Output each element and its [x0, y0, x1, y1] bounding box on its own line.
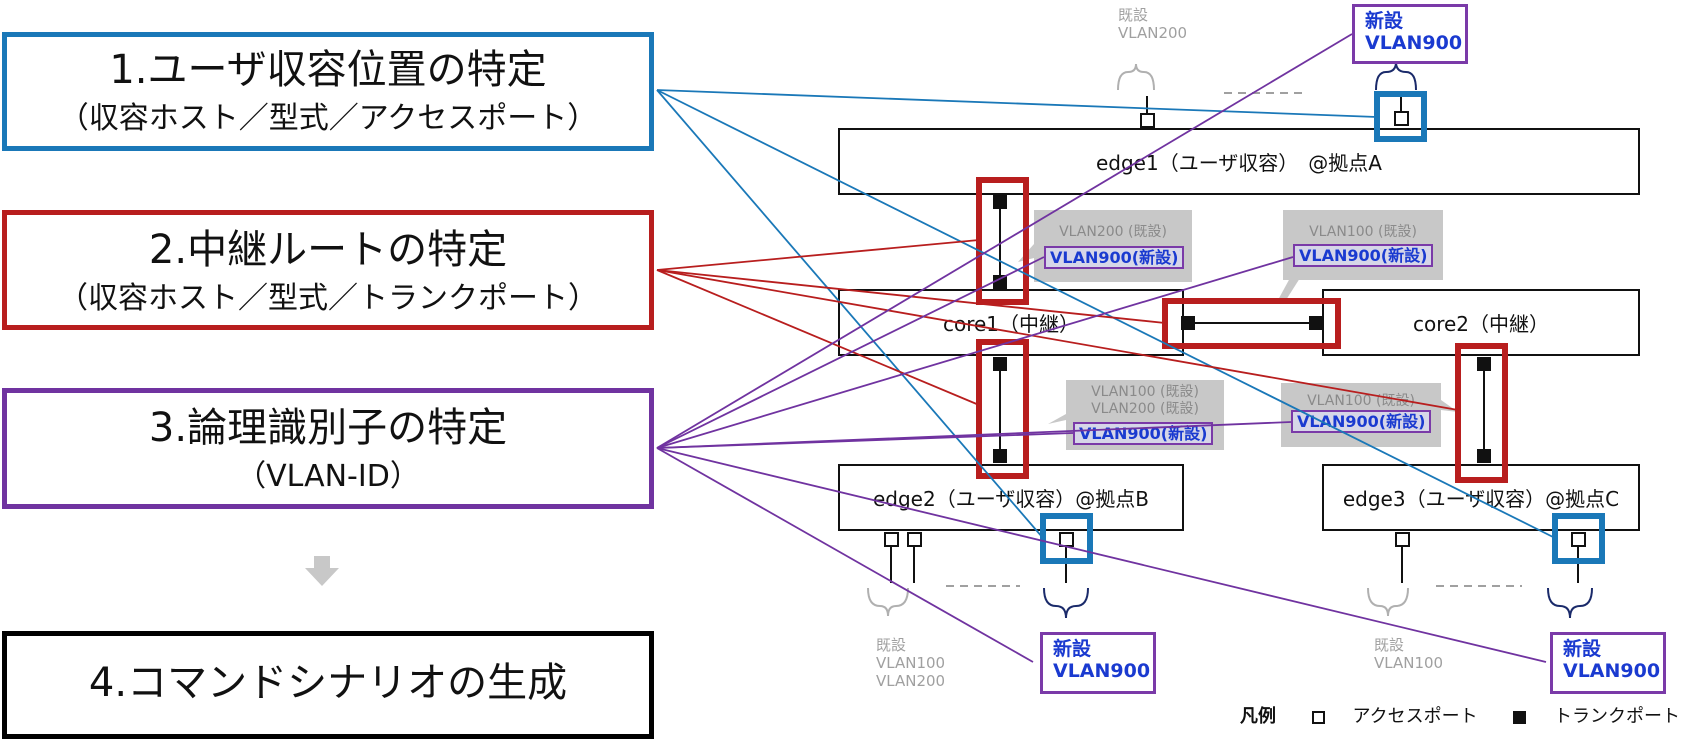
legend-trunk-label: トランクポート — [1554, 706, 1681, 727]
callout-c3-existing-0: VLAN100 (既設) — [1091, 384, 1199, 400]
trunk-port-icon — [993, 449, 1007, 463]
edge3-existing-note: 既設 VLAN100 — [1374, 636, 1444, 672]
trunk-port-icon — [1181, 316, 1195, 330]
callout-c2-new: VLAN900(新設) — [1293, 244, 1434, 267]
access-port-icon — [1571, 532, 1586, 547]
trunk-port-icon — [1309, 316, 1323, 330]
access-port-icon — [1394, 111, 1409, 126]
trunk-port-icon — [1477, 449, 1491, 463]
step1-title: 1.ユーザ収容位置の特定 — [109, 47, 547, 93]
step4-title: 4.コマンドシナリオの生成 — [88, 660, 568, 706]
step2-title: 2.中継ルートの特定 — [148, 227, 508, 273]
callout-core1-core2: VLAN100 (既設) VLAN900(新設) — [1283, 210, 1443, 280]
access-port-icon — [1140, 113, 1155, 128]
trunk-port-icon — [1477, 357, 1491, 371]
trunk-port-icon — [993, 275, 1007, 289]
edge2-existing-note: 既設 VLAN100 VLAN200 — [876, 636, 946, 690]
step2-box: 2.中継ルートの特定 （収容ホスト／型式／トランクポート） — [2, 210, 654, 330]
step4-box: 4.コマンドシナリオの生成 — [2, 631, 654, 739]
access-port-icon — [884, 532, 899, 547]
legend: 凡例 アクセスポート トランクポート — [1240, 702, 1680, 728]
callout-c3-existing-1: VLAN200 (既設) — [1091, 401, 1199, 417]
step1-subtitle: （収容ホスト／型式／アクセスポート） — [58, 101, 598, 136]
legend-access-label: アクセスポート — [1352, 706, 1478, 727]
core2-label: core2（中継） — [1412, 312, 1550, 336]
edge1-new-vlan-box: 新設 VLAN900 — [1352, 4, 1468, 64]
legend-title: 凡例 — [1240, 706, 1276, 727]
access-port-icon — [1059, 532, 1074, 547]
trunk-port-icon — [993, 195, 1007, 209]
access-port-icon — [907, 532, 922, 547]
edge1-existing-note: 既設 VLAN200 — [1118, 6, 1188, 42]
callout-c1-existing-0: VLAN200 (既設) — [1059, 224, 1167, 240]
edge2-label: edge2（ユーザ収容）@拠点B — [872, 487, 1150, 511]
edge3-device: edge3（ユーザ収容）@拠点C — [1322, 464, 1640, 531]
edge1-device: edge1（ユーザ収容） @拠点A — [838, 128, 1640, 195]
callout-edge1-core1: VLAN200 (既設) VLAN900(新設) — [1034, 210, 1192, 282]
step3-subtitle: （VLAN-ID） — [236, 459, 420, 494]
step2-subtitle: （収容ホスト／型式／トランクポート） — [58, 281, 598, 316]
edge3-label: edge3（ユーザ収容）@拠点C — [1342, 487, 1620, 511]
access-port-icon — [1311, 710, 1325, 724]
edge1-label: edge1（ユーザ収容） @拠点A — [1095, 151, 1382, 175]
edge2-new-vlan-box: 新設 VLAN900 — [1040, 632, 1156, 694]
trunk-port-icon — [993, 357, 1007, 371]
trunk-port-icon — [1513, 710, 1527, 724]
down-arrow-icon — [305, 556, 339, 586]
access-port-icon — [1395, 532, 1410, 547]
callout-c2-existing-0: VLAN100 (既設) — [1309, 224, 1417, 240]
callout-c1-new: VLAN900(新設) — [1044, 246, 1185, 269]
step3-box: 3.論理識別子の特定 （VLAN-ID） — [2, 388, 654, 509]
edge3-new-vlan-box: 新設 VLAN900 — [1550, 632, 1666, 694]
step1-box: 1.ユーザ収容位置の特定 （収容ホスト／型式／アクセスポート） — [2, 32, 654, 151]
step3-title: 3.論理識別子の特定 — [148, 405, 508, 451]
